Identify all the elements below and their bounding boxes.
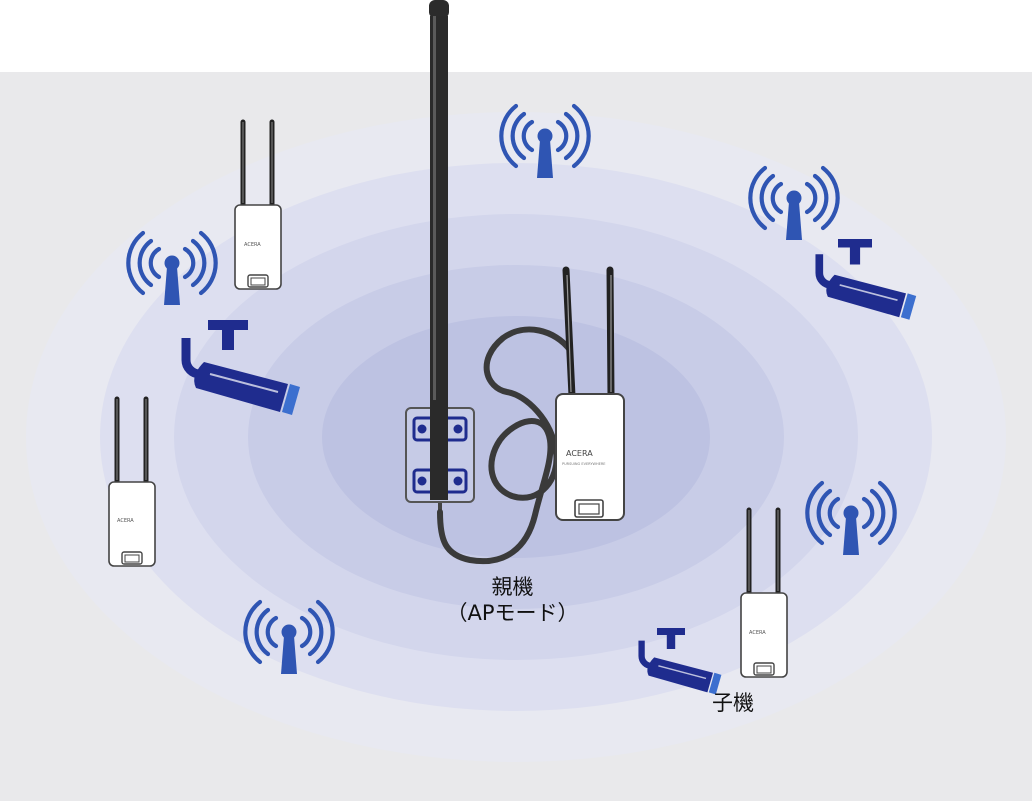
omni-antenna — [429, 0, 449, 512]
antenna-cable — [437, 326, 573, 565]
parent-label: 親機 — [491, 575, 534, 599]
antenna-bracket — [405, 400, 475, 503]
svg-text:ACERA: ACERA — [117, 518, 134, 524]
child-label: 子機 — [712, 691, 754, 715]
device-logo-subtext: PURSUING EVERYWHERE — [562, 462, 605, 466]
device-logo: ACERA — [566, 449, 593, 458]
parent-access-point: ACERA PURSUING EVERYWHERE — [555, 266, 625, 521]
parent-mode-label: （APモード） — [446, 601, 579, 626]
svg-text:ACERA: ACERA — [244, 242, 261, 248]
device-logo: ACERA ACERA ACERA — [117, 242, 766, 636]
svg-text:ACERA: ACERA — [749, 630, 766, 636]
parent-label-block: 親機 （APモード） — [425, 574, 600, 627]
coverage-area — [26, 112, 1006, 762]
